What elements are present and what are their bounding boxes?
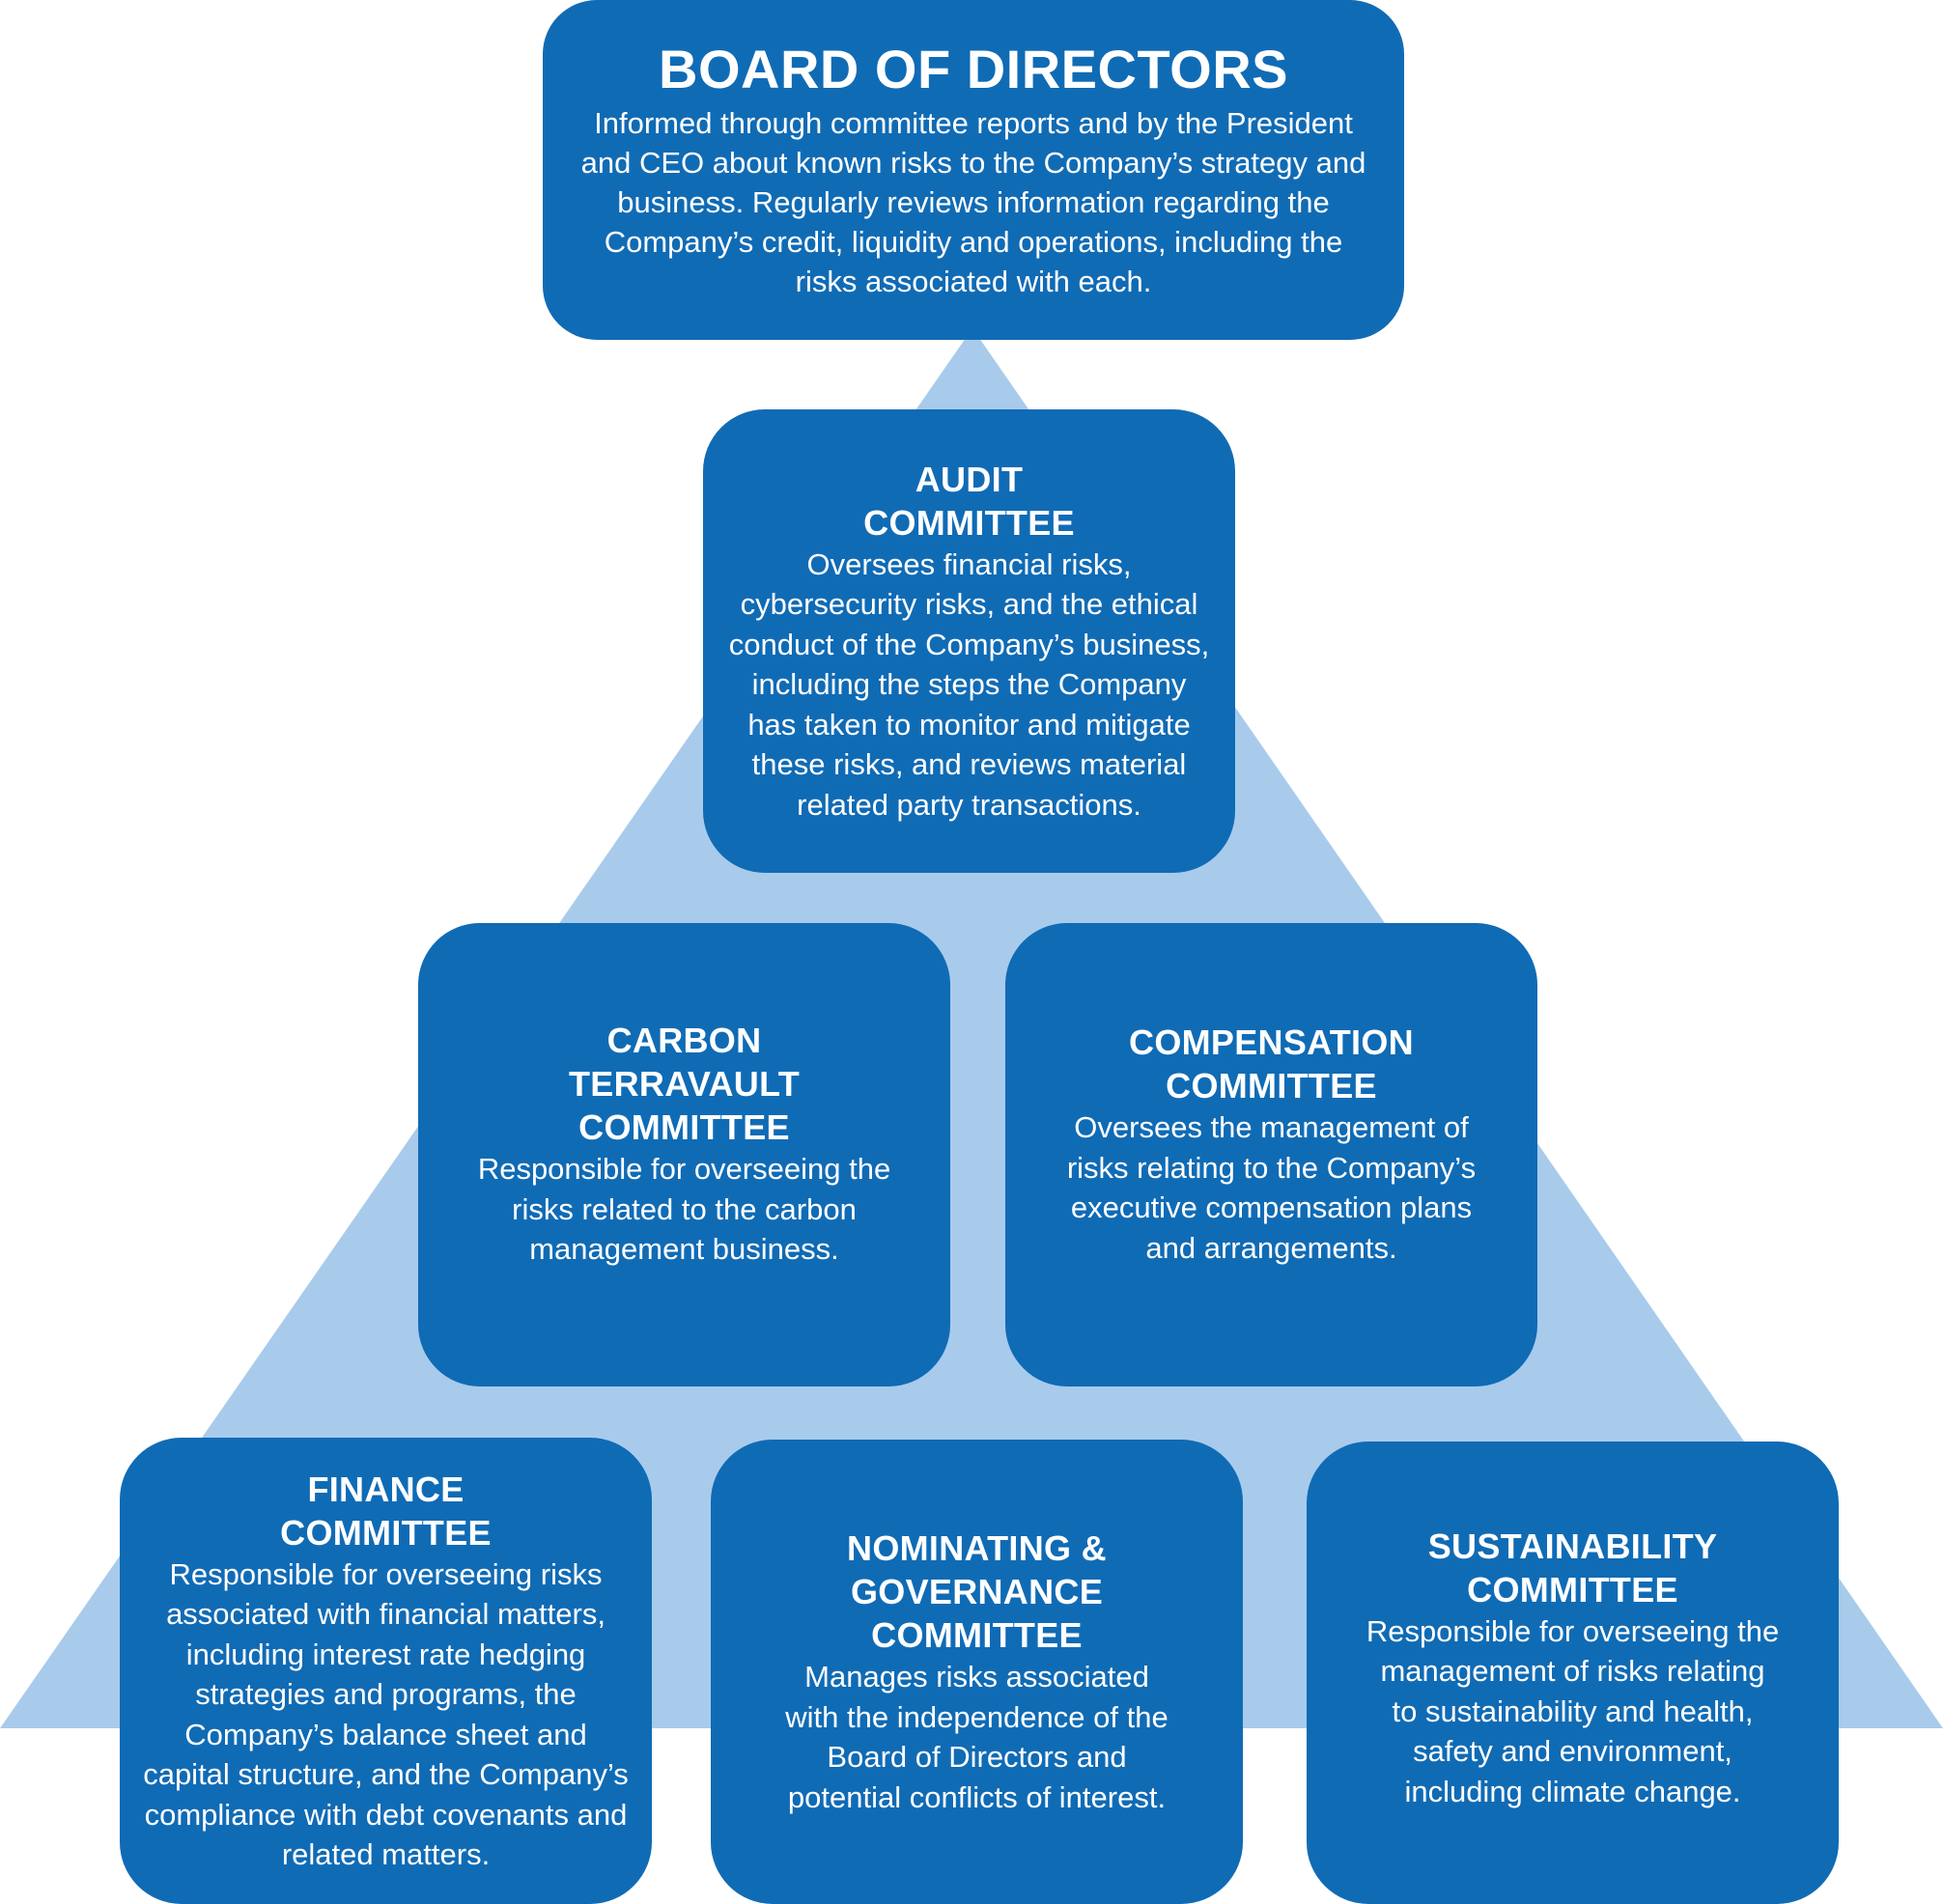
compensation-committee-title: COMPENSATION COMMITTEE — [1129, 1022, 1414, 1106]
carbon-terravault-committee-box: CARBON TERRAVAULT COMMITTEE Responsible … — [418, 923, 950, 1386]
finance-committee-box: FINANCE COMMITTEE Responsible for overse… — [120, 1438, 652, 1904]
sustainability-committee-box: SUSTAINABILITY COMMITTEE Responsible for… — [1307, 1442, 1839, 1904]
finance-committee-title: FINANCE COMMITTEE — [280, 1469, 492, 1553]
audit-committee-description: Oversees financial risks, cybersecurity … — [728, 546, 1210, 822]
nominating-governance-committee-title: NOMINATING & GOVERNANCE COMMITTEE — [847, 1528, 1107, 1655]
sustainability-committee-description: Responsible for overseeing the managemen… — [1366, 1613, 1780, 1808]
compensation-committee-box: COMPENSATION COMMITTEE Oversees the mana… — [1005, 923, 1537, 1386]
finance-committee-description: Responsible for overseeing risks associa… — [143, 1556, 629, 1872]
nominating-governance-committee-description: Manages risks associated with the indepe… — [785, 1660, 1169, 1814]
carbon-terravault-committee-title: CARBON TERRAVAULT COMMITTEE — [569, 1021, 800, 1148]
audit-committee-box: AUDIT COMMITTEE Oversees financial risks… — [703, 409, 1235, 873]
carbon-terravault-committee-description: Responsible for overseeing the risks rel… — [477, 1152, 891, 1267]
nominating-governance-committee-box: NOMINATING & GOVERNANCE COMMITTEE Manage… — [711, 1440, 1243, 1904]
board-title: BOARD OF DIRECTORS — [659, 38, 1288, 99]
board-description: Informed through committee reports and b… — [580, 105, 1366, 298]
board-of-directors-box: BOARD OF DIRECTORS Informed through comm… — [543, 0, 1404, 340]
compensation-committee-description: Oversees the management of risks relatin… — [1066, 1110, 1477, 1265]
audit-committee-title: AUDIT COMMITTEE — [863, 459, 1075, 543]
sustainability-committee-title: SUSTAINABILITY COMMITTEE — [1427, 1526, 1718, 1610]
